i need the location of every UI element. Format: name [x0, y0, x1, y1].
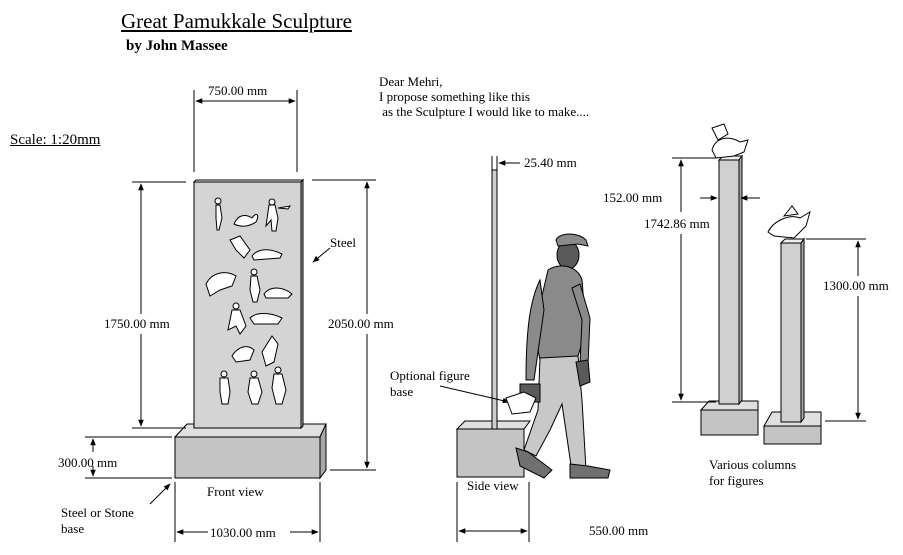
leader-steel	[312, 247, 331, 263]
front-view-caption: Front view	[207, 484, 264, 499]
tall-column	[699, 154, 759, 436]
front-width-label: 750.00 mm	[208, 83, 268, 98]
dim-total-height	[312, 179, 376, 471]
side-depth-label: 550.00 mm	[589, 523, 649, 538]
columns-view	[672, 123, 866, 445]
dim-side-depth	[456, 482, 530, 542]
dim-base-height	[85, 436, 172, 479]
letter-line-2: I propose something like this	[379, 89, 530, 104]
columns-caption-1: Various columns	[709, 457, 797, 472]
dim-panel-height	[132, 181, 186, 429]
base-height-label: 300.00 mm	[58, 455, 118, 470]
base-material-label-2: base	[61, 521, 85, 536]
walking-man-figure	[505, 233, 611, 479]
tall-column-height-label: 1742.86 mm	[644, 216, 710, 231]
column-figurines	[711, 123, 811, 239]
columns-caption-2: for figures	[709, 473, 764, 488]
letter-line-1: Dear Mehri,	[379, 74, 443, 89]
base-material-label-1: Steel or Stone	[61, 505, 134, 520]
letter-line-3: as the Sculpture I would like to make...…	[379, 104, 590, 119]
total-height-label: 2050.00 mm	[328, 316, 394, 331]
panel-figures	[205, 197, 293, 405]
panel-height-label: 1750.00 mm	[104, 316, 170, 331]
front-base	[173, 423, 327, 480]
dim-side-thickness	[491, 156, 520, 170]
scale-note: Scale: 1:20mm	[10, 132, 101, 148]
figure-base-label-2: base	[390, 384, 414, 399]
leader-figure-base	[439, 385, 510, 404]
figure-base-label-1: Optional figure	[390, 368, 470, 383]
dim-short-height	[806, 238, 866, 422]
side-view	[439, 156, 611, 542]
column-width-label: 152.00 mm	[603, 190, 663, 205]
letter-note: Dear Mehri, I propose something like thi…	[379, 74, 589, 119]
side-thickness-label: 25.40 mm	[524, 155, 577, 170]
leader-base	[149, 483, 171, 505]
front-view	[85, 90, 376, 542]
short-column	[763, 237, 822, 445]
drawing-title: Great Pamukkale Sculpture	[121, 9, 352, 33]
short-column-height-label: 1300.00 mm	[823, 278, 889, 293]
author-line: by John Massee	[126, 38, 228, 54]
dim-base-width	[174, 482, 321, 542]
steel-label: Steel	[330, 235, 356, 250]
side-base	[455, 420, 531, 478]
dim-front-width	[193, 90, 298, 172]
side-panel	[491, 169, 498, 430]
side-view-caption: Side view	[467, 478, 519, 493]
dim-tall-height	[672, 157, 716, 403]
base-width-label: 1030.00 mm	[210, 525, 276, 540]
